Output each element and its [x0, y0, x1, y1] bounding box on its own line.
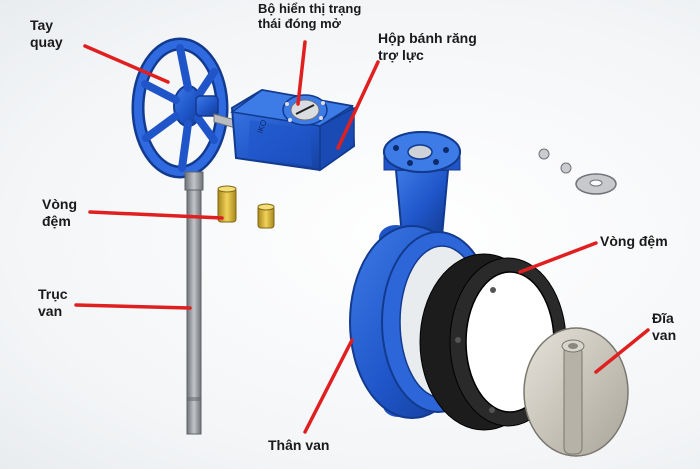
leader-truc-van — [74, 303, 192, 310]
leader-dia-van — [594, 328, 650, 374]
label-tay-quay-line1: Tay — [30, 17, 54, 33]
screw-icon — [538, 148, 572, 174]
label-truc-van-line1: Trục — [38, 286, 68, 302]
bushing-icon — [217, 185, 275, 229]
svg-text:IKO: IKO — [255, 119, 268, 135]
valve-stem-icon — [184, 171, 204, 435]
label-bo-hien-thi: Bộ hiển thị trạng thái đóng mở — [258, 1, 361, 31]
leader-vong-dem-right — [518, 241, 598, 274]
label-dia-van-line2: van — [652, 327, 677, 343]
label-hop-banh-rang-line2: trợ lực — [378, 47, 424, 63]
label-vong-dem-left: Vòng đệm — [42, 196, 77, 230]
label-bo-hien-thi-line2: thái đóng mở — [258, 16, 341, 31]
label-hop-banh-rang: Hộp bánh răng trợ lực — [378, 30, 477, 64]
leader-than-van — [303, 338, 354, 434]
label-truc-van: Trục van — [38, 286, 68, 320]
label-vong-dem-left-line1: Vòng — [42, 196, 77, 212]
leader-vong-dem-left — [88, 210, 224, 220]
leader-hop-banh-rang — [336, 60, 380, 150]
label-dia-van-line1: Đĩa — [652, 310, 674, 326]
label-than-van-line1: Thân van — [268, 437, 330, 453]
valve-disc-icon — [523, 327, 629, 457]
label-vong-dem-right-line1: Vòng đệm — [600, 233, 668, 249]
handwheel-icon — [131, 37, 251, 179]
label-tay-quay: Tay quay — [30, 17, 63, 51]
label-tay-quay-line2: quay — [30, 34, 63, 50]
label-vong-dem-left-line2: đệm — [42, 213, 71, 229]
label-than-van: Thân van — [268, 437, 329, 454]
label-dia-van: Đĩa van — [652, 310, 676, 344]
label-bo-hien-thi-line1: Bộ hiển thị trạng — [258, 1, 362, 16]
label-vong-dem-right: Vòng đệm — [600, 233, 668, 250]
label-hop-banh-rang-line1: Hộp bánh răng — [378, 30, 477, 46]
gearbox-icon: IKO — [230, 88, 356, 172]
washer-icon — [575, 173, 617, 195]
leader-lines — [74, 40, 650, 434]
leader-bo-hien-thi — [296, 40, 307, 106]
leader-tay-quay — [83, 44, 170, 84]
label-truc-van-line2: van — [38, 303, 63, 319]
